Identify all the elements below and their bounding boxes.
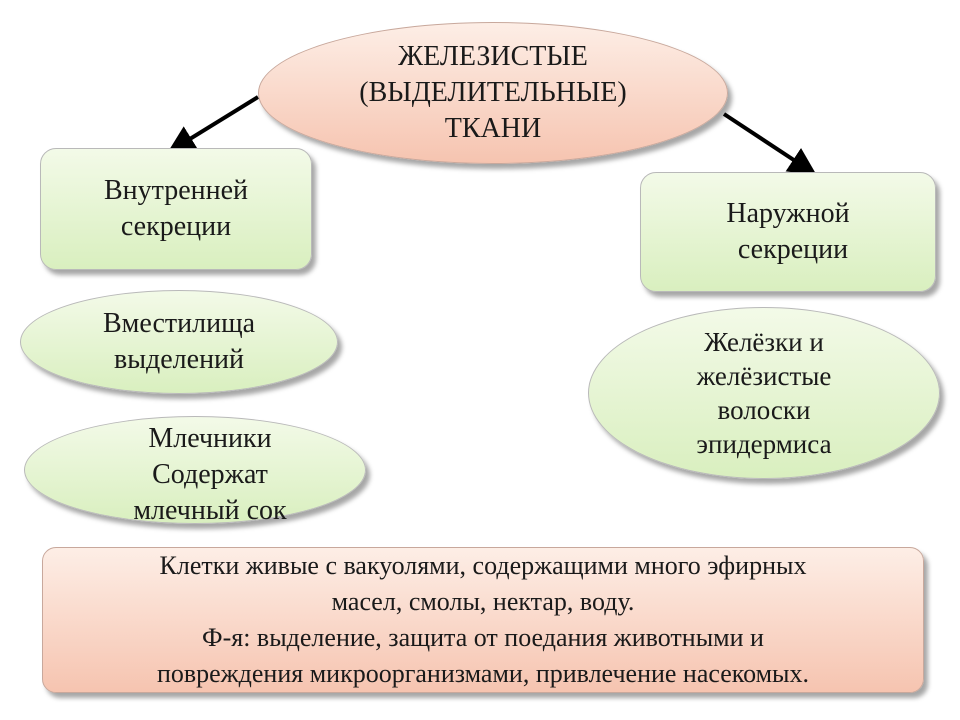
glands-line-4: эпидермиса — [696, 429, 832, 459]
description-line-3: Ф-я: выделение, защита от поедания живот… — [202, 623, 764, 652]
internal-secretion-box: Внутренней секреции — [40, 148, 312, 270]
glands-line-2: желёзистые — [696, 361, 832, 391]
glands-line-1: Желёзки и — [704, 327, 824, 357]
glands-line-3: волоски — [717, 395, 811, 425]
laticifers-line-1: Млечники — [148, 423, 272, 454]
description-line-1: Клетки живые с вакуолями, содержащими мн… — [159, 551, 807, 580]
title-oval: ЖЕЛЕЗИСТЫЕ (ВЫДЕЛИТЕЛЬНЫЕ) ТКАНИ — [258, 22, 728, 164]
arrow-to-internal-secretion — [167, 95, 260, 153]
title-line-3: ТКАНИ — [444, 113, 542, 144]
glands-oval: Желёзки и желёзистые волоски эпидермиса — [588, 307, 940, 479]
internal-secretion-line-2: секреции — [120, 211, 232, 242]
external-secretion-line-2: секреции — [737, 234, 849, 265]
description-line-2: масел, смолы, нектар, воду. — [331, 587, 635, 616]
description-line-4: повреждения микроорганизмами, привлечени… — [156, 659, 810, 688]
description-box: Клетки живые с вакуолями, содержащими мн… — [42, 547, 924, 693]
external-secretion-line-1: Наружной — [726, 198, 850, 229]
arrow-to-external-secretion — [722, 112, 817, 176]
laticifers-oval: Млечники Содержат млечный сок — [24, 416, 366, 526]
receptacles-oval: Вместилища выделений — [20, 290, 338, 394]
receptacles-line-1: Вместилища — [102, 308, 256, 339]
title-line-1: ЖЕЛЕЗИСТЫЕ — [398, 41, 588, 72]
external-secretion-box: Наружной секреции — [640, 172, 936, 292]
laticifers-line-3: млечный сок — [133, 495, 287, 526]
title-line-2: (ВЫДЕЛИТЕЛЬНЫЕ) — [359, 77, 627, 108]
receptacles-line-2: выделений — [113, 344, 245, 375]
laticifers-line-2: Содержат — [152, 459, 268, 490]
internal-secretion-line-1: Внутренней — [103, 175, 249, 206]
